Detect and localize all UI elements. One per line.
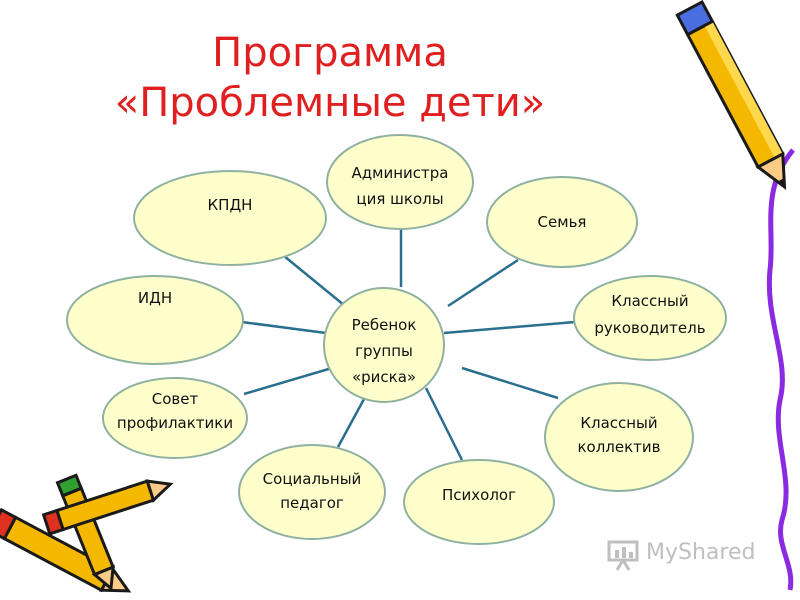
- title-line-2: «Проблемные дети»: [114, 80, 546, 126]
- connector-idn: [241, 320, 327, 335]
- node-class-collective-label: коллектив: [577, 438, 660, 456]
- node-social-teacher: Социальный педагог: [238, 444, 386, 540]
- node-prevention-council-label: Совет: [152, 390, 199, 408]
- node-idn: ИДН: [66, 275, 244, 365]
- node-administration-label: Администра: [352, 164, 449, 182]
- node-family-shape: [486, 176, 638, 268]
- node-psychologist-shape: [403, 459, 555, 545]
- pencils-icon: [0, 473, 174, 593]
- node-kpdn-label: КПДН: [208, 196, 253, 214]
- connector-prevention-council: [243, 366, 333, 396]
- center-node-label: «риска»: [352, 368, 416, 386]
- presentation-icon: [607, 540, 639, 571]
- watermark-text: MyShared: [646, 540, 756, 565]
- node-social-teacher-label: Социальный: [263, 470, 362, 488]
- title-line-1: Программа: [212, 30, 448, 76]
- node-administration-label: ция школы: [356, 190, 443, 208]
- connector-kpdn: [283, 255, 351, 311]
- connector-class-teacher: [443, 320, 576, 335]
- node-kpdn-shape: [133, 170, 327, 266]
- connectors: [241, 229, 576, 461]
- connector-psychologist: [424, 387, 464, 461]
- center-node-label: Ребенок: [352, 316, 417, 334]
- watermark: MyShared: [606, 536, 776, 572]
- center-node-label: группы: [355, 342, 413, 360]
- node-social-teacher-shape: [238, 444, 386, 540]
- page-title: Программа «Проблемные дети»: [100, 28, 560, 128]
- node-prevention-council: Совет профилактики: [102, 377, 248, 459]
- center-node: Ребенок группы «риска»: [323, 287, 445, 403]
- connector-class-collective: [461, 366, 559, 400]
- node-class-teacher-label: Классный: [611, 292, 688, 310]
- node-idn-shape: [66, 275, 244, 365]
- node-prevention-council-label: профилактики: [117, 414, 233, 432]
- center-node-shape: [323, 287, 445, 403]
- node-class-collective-shape: [544, 382, 694, 492]
- connector-family: [447, 258, 519, 308]
- purple-squiggle: [766, 148, 795, 591]
- node-social-teacher-label: педагог: [280, 494, 344, 512]
- pencil-icon: [675, 0, 787, 191]
- node-family-label: Семья: [538, 213, 587, 231]
- node-class-teacher-shape: [573, 275, 727, 361]
- node-psychologist-label: Психолог: [442, 486, 516, 504]
- node-idn-label: ИДН: [138, 289, 172, 307]
- node-family: Семья: [486, 176, 638, 268]
- node-class-teacher: Классный руководитель: [573, 275, 727, 361]
- node-class-collective-label: Классный: [580, 414, 657, 432]
- node-psychologist: Психолог: [403, 459, 555, 545]
- node-class-collective: Классный коллектив: [544, 382, 694, 492]
- node-administration-shape: [326, 134, 474, 230]
- node-prevention-council-shape: [102, 377, 248, 459]
- node-administration: Администра ция школы: [326, 134, 474, 230]
- node-class-teacher-label: руководитель: [594, 319, 705, 337]
- node-kpdn: КПДН: [133, 170, 327, 266]
